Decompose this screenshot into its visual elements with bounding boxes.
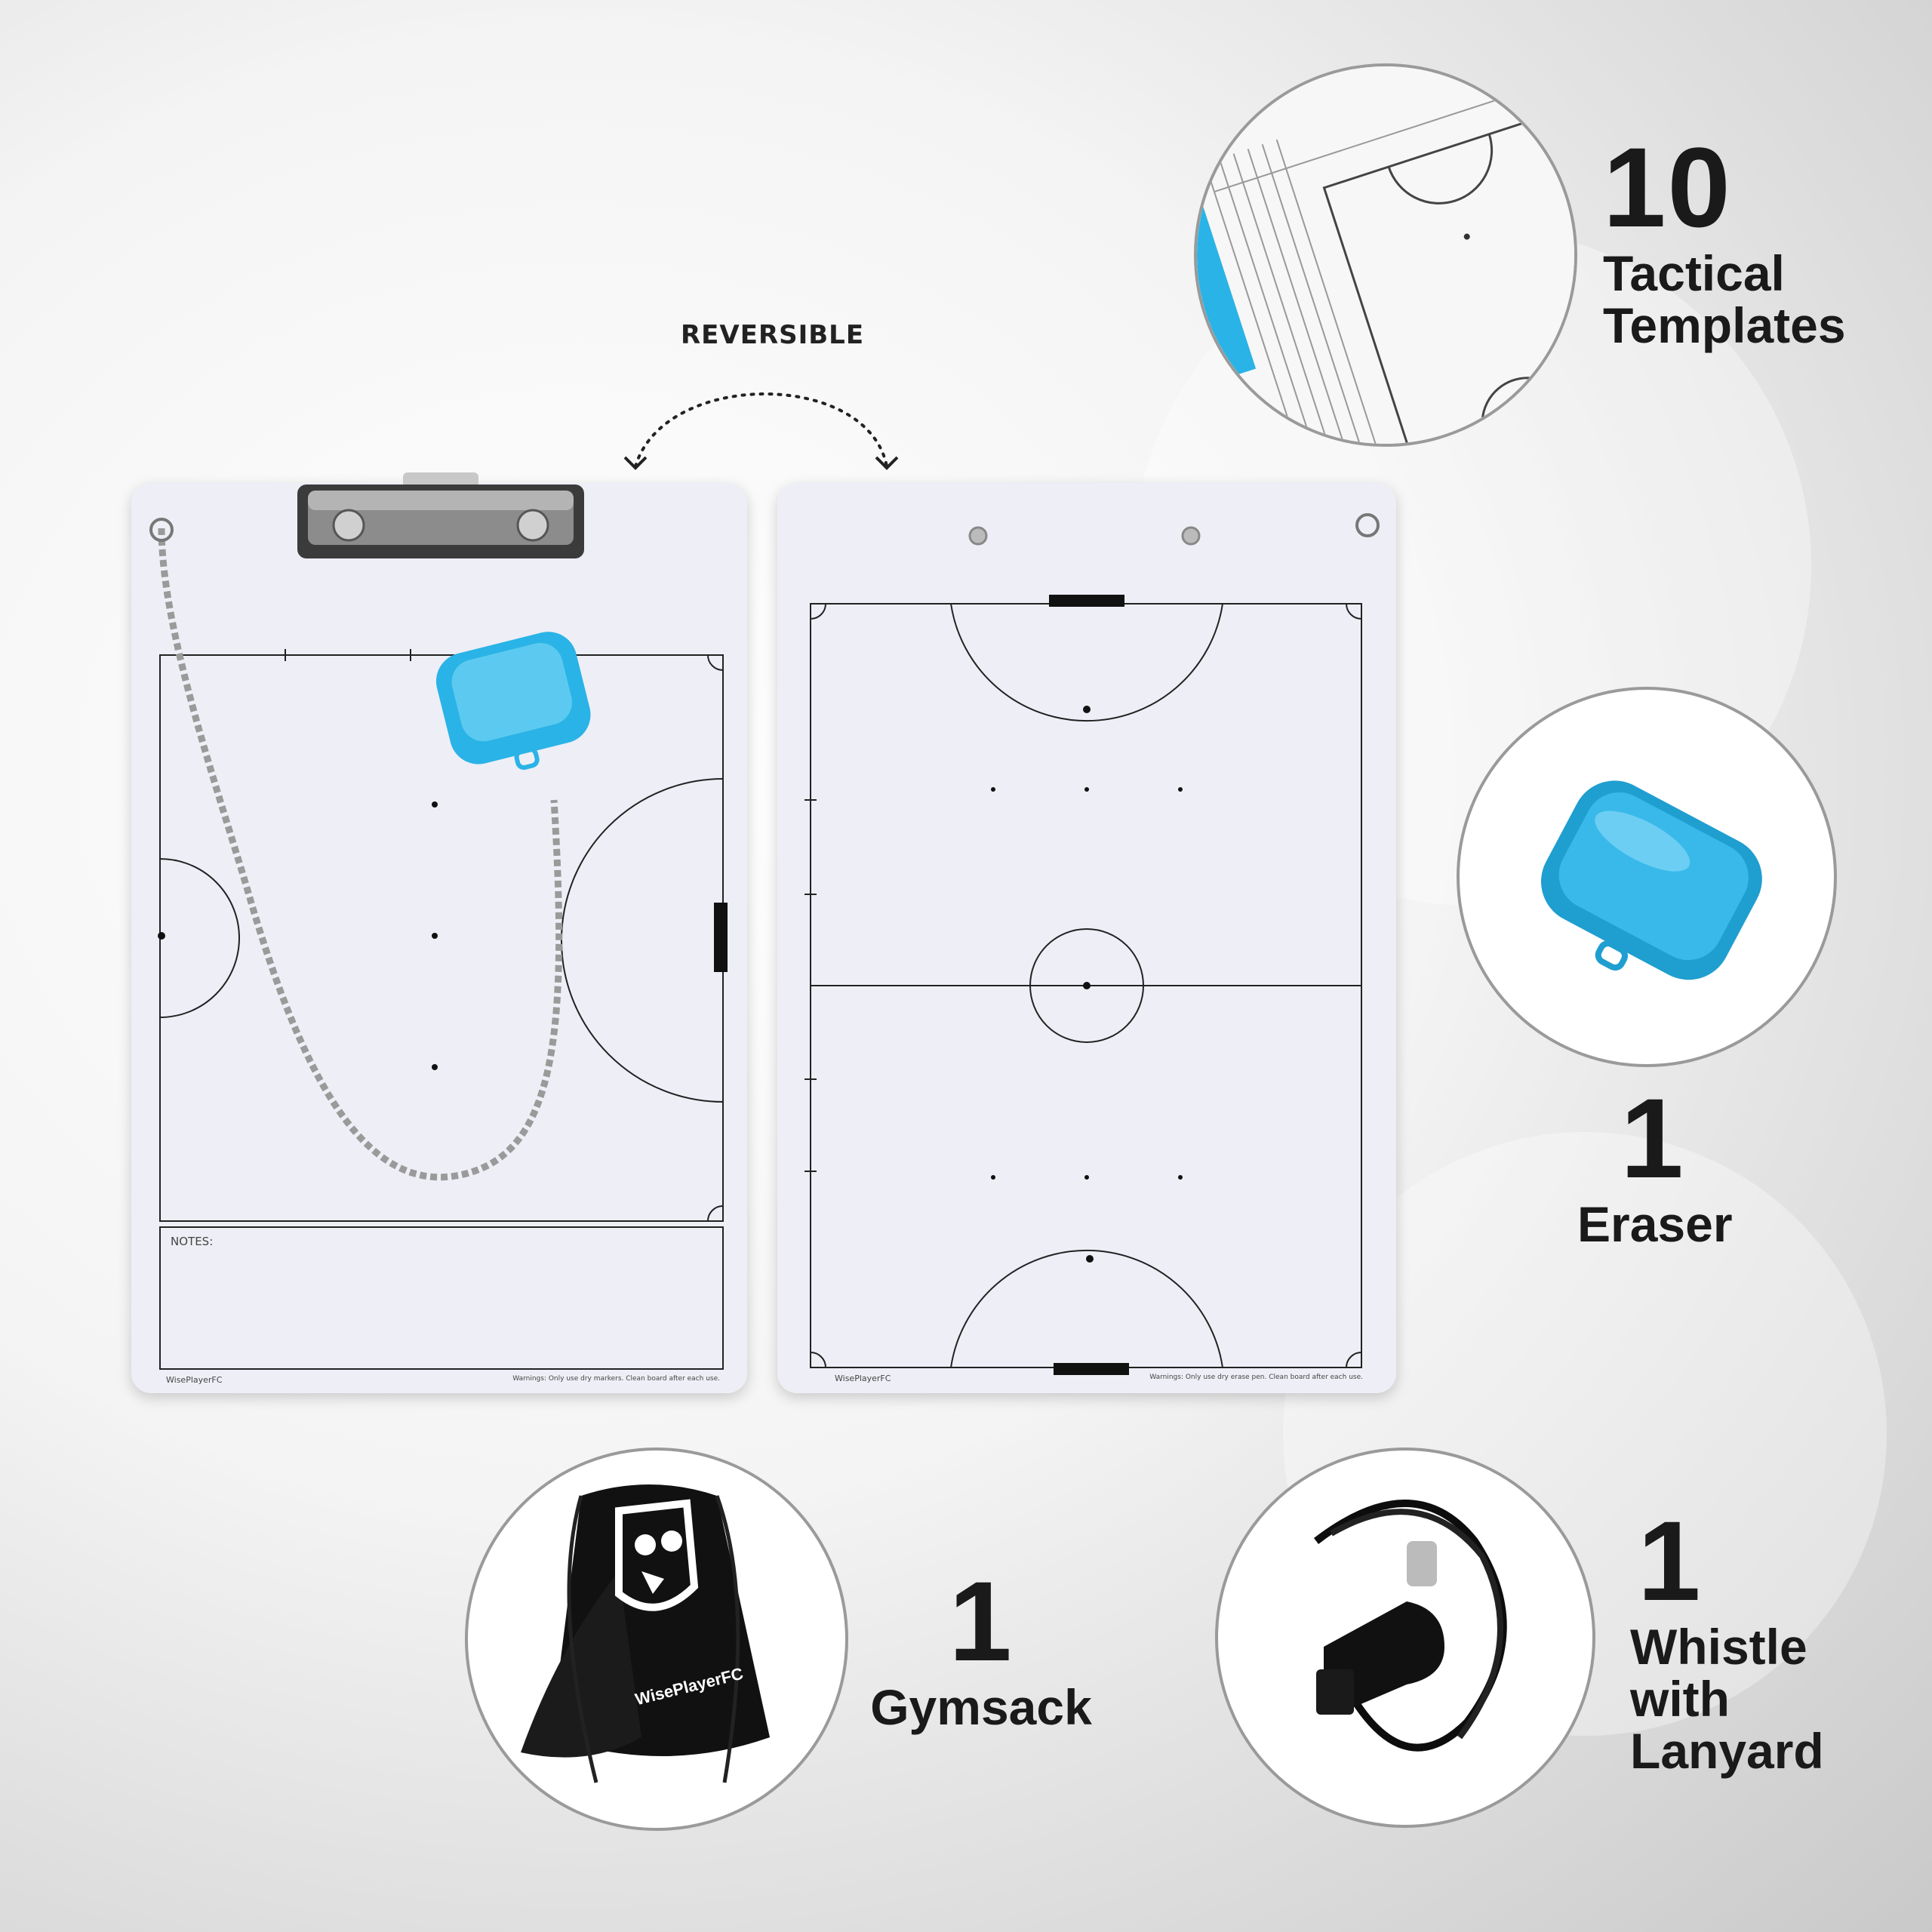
eraser-count: 1 — [1620, 1075, 1685, 1201]
templates-photo-circle — [1194, 63, 1577, 447]
clipboard-clip-icon — [297, 472, 584, 558]
clipboard-back: WisePlayerFC Warnings: Only use dry eras… — [777, 483, 1396, 1393]
clipboard-front: NOTES: WisePlayerFC Warnings: Only use d… — [131, 472, 747, 1393]
whistle-icon — [1313, 1500, 1507, 1752]
gymsack-photo-circle: WisePlayerFC — [465, 1447, 848, 1831]
whistle-label-line3: Lanyard — [1630, 1723, 1824, 1780]
reversible-label: REVERSIBLE — [681, 320, 865, 350]
whistle-caption: 1 Whistle with Lanyard — [1630, 1497, 1824, 1780]
eraser-icon — [1541, 780, 1762, 980]
eraser-label: Eraser — [1577, 1195, 1733, 1252]
templates-count: 10 — [1603, 124, 1732, 251]
futsal-court-half-diagram — [149, 518, 728, 1370]
board-warning-footer: Warnings: Only use dry erase pen. Clean … — [1149, 1374, 1363, 1381]
gymsack-label: Gymsack — [870, 1678, 1092, 1735]
gymsack-count: 1 — [949, 1558, 1014, 1684]
templates-label-line2: Templates — [1603, 297, 1846, 353]
board-brand-footer: WisePlayerFC — [835, 1374, 891, 1383]
gymsack-icon — [521, 1484, 770, 1783]
whistle-label-line2: with — [1630, 1670, 1730, 1727]
templates-caption: 10 Tactical Templates — [1603, 128, 1846, 352]
eraser-photo-circle — [1457, 687, 1837, 1067]
futsal-court-full-diagram — [804, 513, 1380, 1375]
board-brand-footer: WisePlayerFC — [166, 1375, 223, 1385]
whistle-label-line1: Whistle — [1630, 1618, 1807, 1675]
whistle-photo-circle — [1215, 1447, 1595, 1828]
templates-label-line1: Tactical — [1603, 245, 1785, 301]
reversible-arrow-icon — [623, 392, 899, 470]
board-warning-footer: Warnings: Only use dry markers. Clean bo… — [512, 1375, 720, 1383]
notes-label: NOTES: — [171, 1235, 214, 1248]
whistle-count: 1 — [1638, 1497, 1703, 1624]
eraser-caption: 1 Eraser — [1577, 1075, 1733, 1252]
template-sheet-closeup — [1197, 66, 1574, 444]
gymsack-caption: 1 Gymsack — [868, 1558, 1094, 1735]
